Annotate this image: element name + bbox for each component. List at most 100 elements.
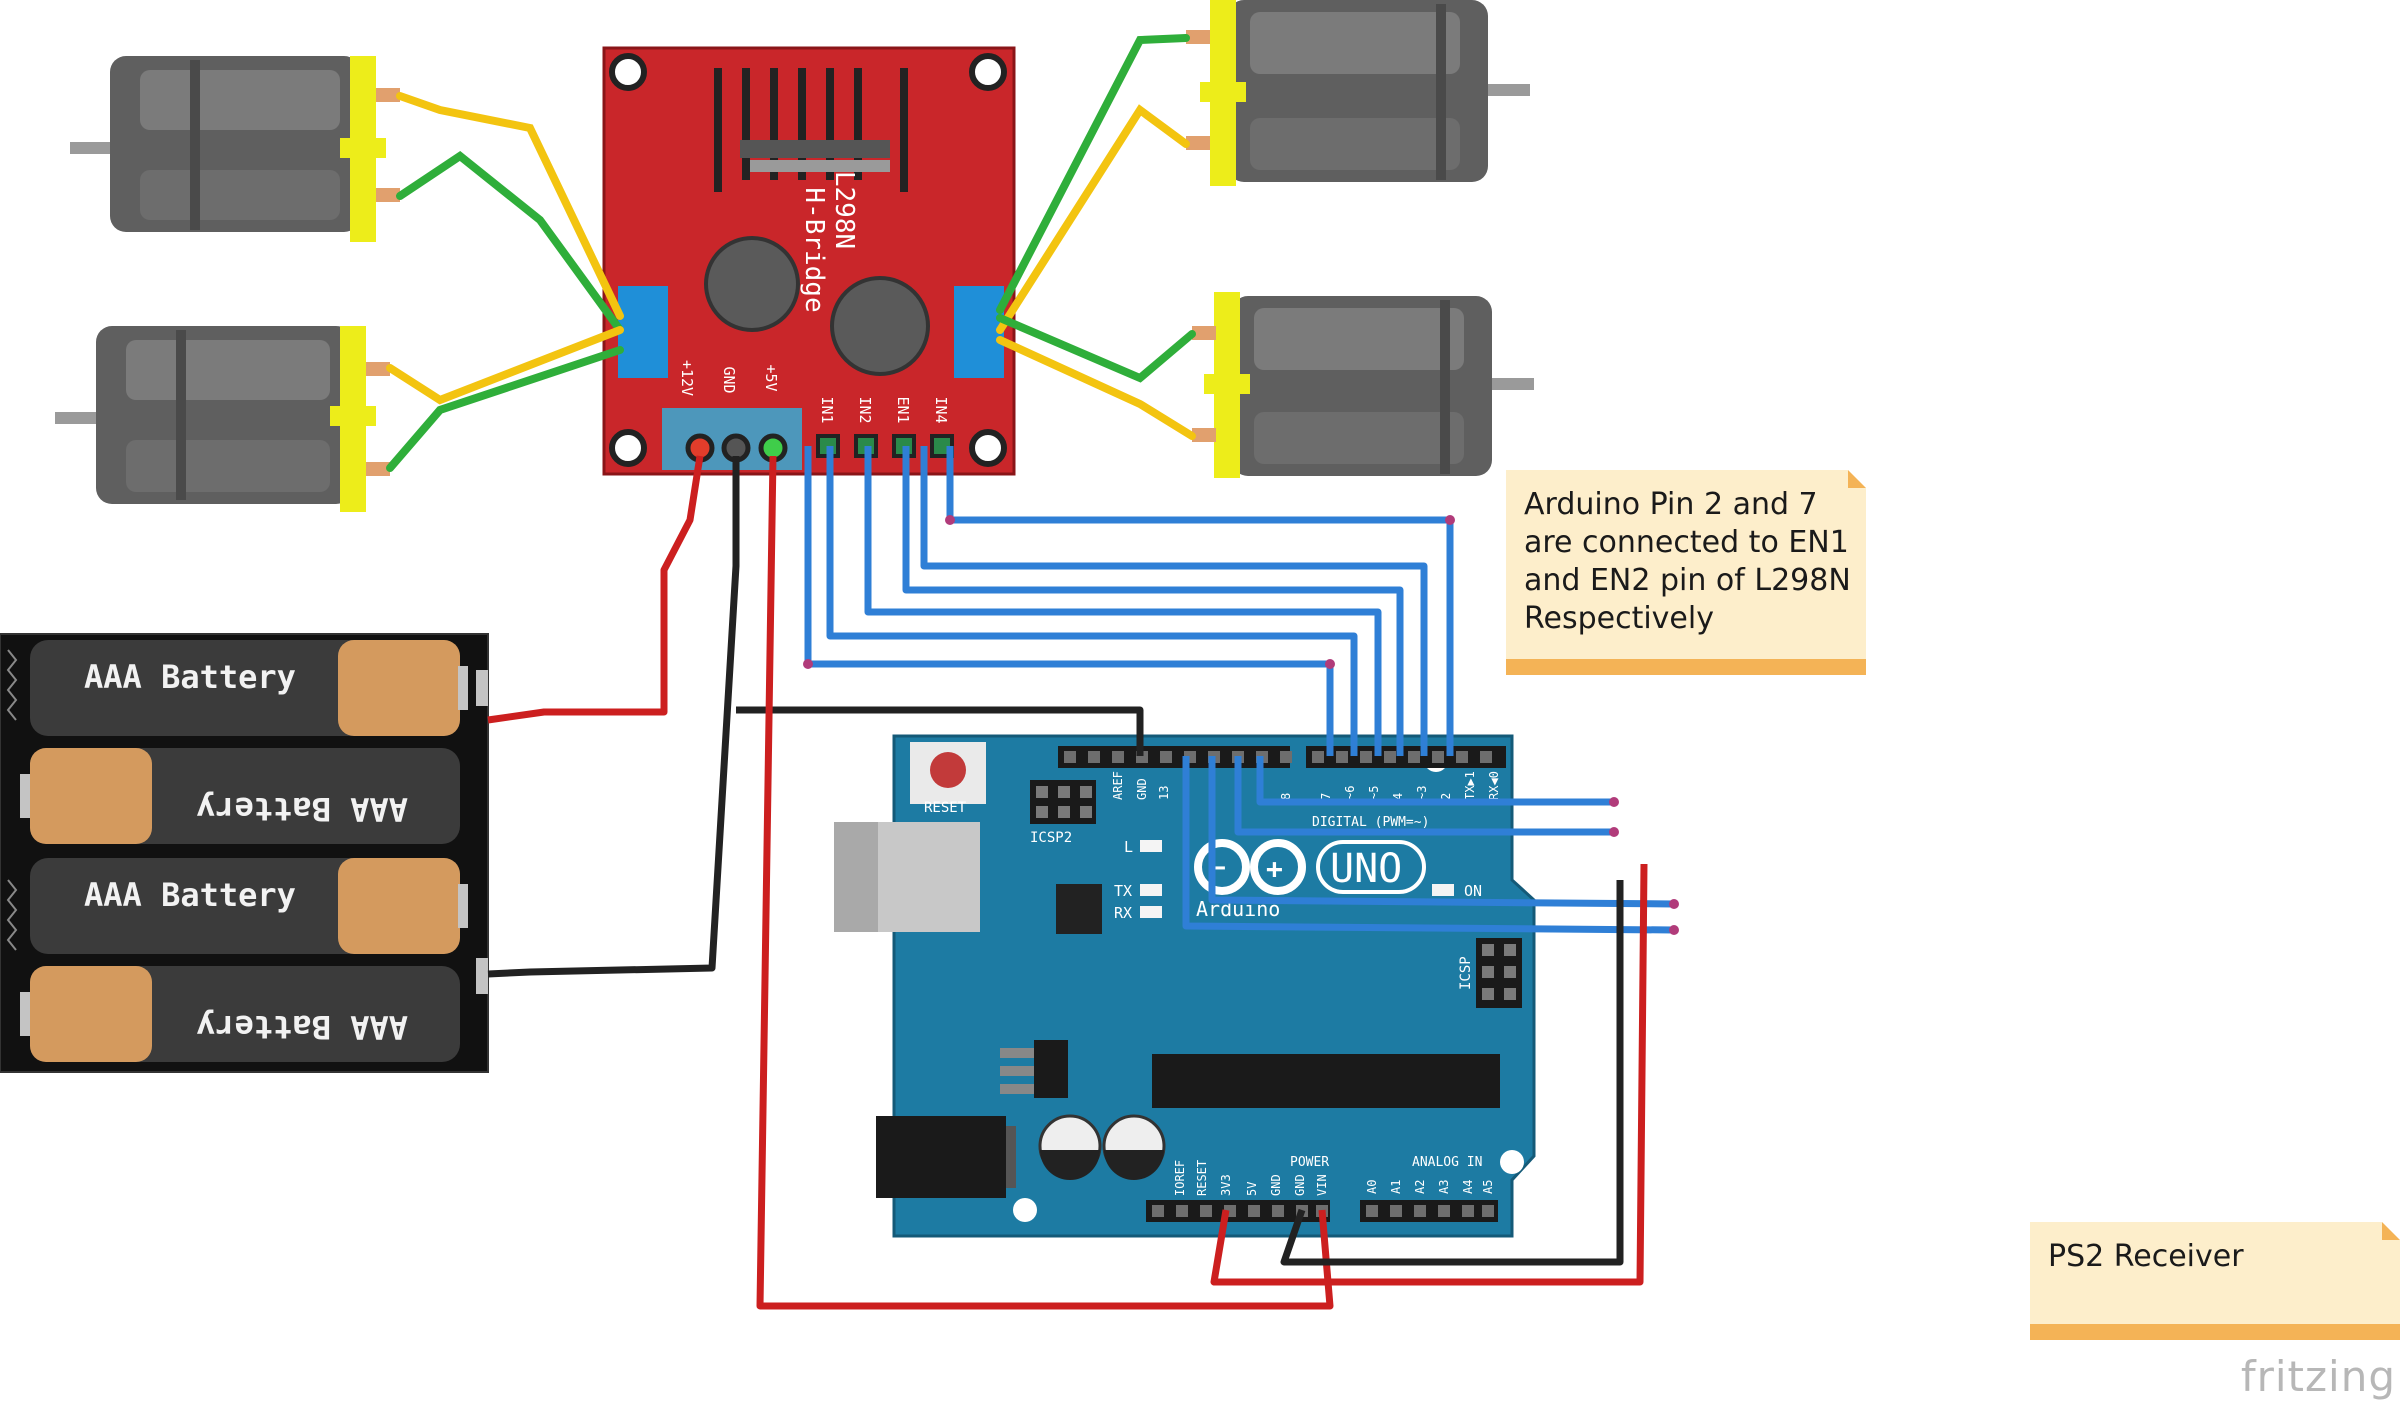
pin-label-in4: IN4 [932,396,950,423]
analog-label: ANALOG IN [1412,1155,1482,1170]
ps2-note-text: PS2 Receiver [2048,1239,2244,1274]
header-pin [1272,1205,1284,1217]
led-tx-label: TX [1114,882,1132,900]
pin-label-in1: IN1 [818,396,836,423]
pins-note-line-4: Respectively [1524,601,1714,636]
header-pin [1360,751,1372,763]
power-label: POWER [1290,1155,1329,1170]
pin-label-en1: EN1 [894,396,912,423]
battery-2-label: AAA Battery [196,790,408,828]
pin-label: A4 [1461,1180,1475,1194]
pin-label: A3 [1437,1180,1451,1194]
pin-label-gnd: GND [720,366,738,393]
pin-label: 2 [1439,793,1453,800]
fritzing-watermark: fritzing [2240,1352,2396,1401]
header-pin [1390,1205,1402,1217]
wire-joints [803,515,1679,935]
header-pin [1438,1205,1450,1217]
pins-note-line-3: and EN2 pin of L298N [1524,563,1851,598]
pin-label: A0 [1365,1180,1379,1194]
header-pin [1480,751,1492,763]
pins-note: Arduino Pin 2 and 7 are connected to EN1… [1506,470,1866,675]
heatsink [714,68,908,192]
capacitors [1038,1114,1166,1180]
header-pin [1280,751,1292,763]
battery-cell-1: AAA Battery [30,640,468,736]
analog-header [1360,1200,1498,1222]
status-leds [1140,840,1454,918]
pin-label-12v: +12V [678,360,696,396]
pin-label: 7 [1319,793,1333,800]
pin-label: ~6 [1343,786,1357,800]
pin-label: RESET [1195,1160,1209,1196]
header-pin [1408,751,1420,763]
header-pin [1462,1205,1474,1217]
header-pin [1482,1205,1494,1217]
battery-1-label: AAA Battery [84,658,296,696]
motor-top-right [1186,0,1530,186]
pin-label-in2: IN2 [856,396,874,423]
battery-cell-4: AAA Battery [20,966,460,1062]
icsp2-label: ICSP2 [1030,830,1072,846]
header-pin [1432,751,1444,763]
pin-label: A2 [1413,1180,1427,1194]
battery-3-label: AAA Battery [84,876,296,914]
l298n-title: L298N [829,171,859,249]
arduino-uno-board: RESET ICSP2 L TX RX ON − + UNO Arduino D… [834,734,1536,1238]
header-pin [1176,1205,1188,1217]
header-pin [1336,751,1348,763]
header-pin [1160,751,1172,763]
header-pin [1414,1205,1426,1217]
pin-label: ~5 [1367,786,1381,800]
header-pin [1384,751,1396,763]
motor-top-left [70,56,400,242]
digital-pwm-label: DIGITAL (PWM=~) [1312,815,1429,830]
power-wires [487,455,1648,1310]
header-pin [1112,751,1124,763]
pin-label: GND [1293,1174,1307,1196]
icsp-label: ICSP [1458,956,1474,990]
battery-cell-2: AAA Battery [20,748,460,844]
header-pin [1312,751,1324,763]
pin-label: IOREF [1173,1160,1187,1196]
led-rx-label: RX [1114,904,1132,922]
pin-label: GND [1135,778,1149,800]
motor-wires [386,34,1196,472]
header-pin [1366,1205,1378,1217]
icsp-header [1476,938,1522,1008]
pin-label: 5V [1245,1182,1259,1196]
pin-label: 3V3 [1219,1174,1233,1196]
pin-label: RX◀0 [1487,771,1501,800]
pin-label: GND [1269,1174,1283,1196]
pin-label: ~3 [1415,786,1429,800]
pin-label: A5 [1481,1180,1495,1194]
arduino-logo [1194,839,1306,895]
uno-logo-text: UNO [1330,846,1402,892]
header-pin [1088,751,1100,763]
header-pin [1152,1205,1164,1217]
header-pin [1456,751,1468,763]
header-pin [1200,1205,1212,1217]
pin-label-5v: +5V [762,364,780,391]
pins-note-line-1: Arduino Pin 2 and 7 [1524,487,1818,522]
pin-label: VIN [1315,1174,1329,1196]
battery-4-label: AAA Battery [196,1008,408,1046]
logo-plus: + [1266,852,1283,885]
pin-label: 8 [1279,793,1293,800]
header-pin [1064,751,1076,763]
led-l-label: L [1124,838,1133,856]
reset-button-label: RESET [924,800,967,816]
motor-bottom-right [1192,292,1534,478]
pins-note-line-2: are connected to EN1 [1524,525,1849,560]
ps2-receiver-note: PS2 Receiver [2030,1222,2400,1340]
l298n-subtitle: H-Bridge [799,187,829,312]
battery-cell-3: AAA Battery [30,858,468,954]
l298n-board: L298N H-Bridge +12V GND +5V IN1 IN2 EN1 … [602,46,1016,476]
pin-label: 4 [1391,793,1405,800]
pin-label: 13 [1157,786,1171,800]
pin-label: AREF [1111,771,1125,800]
led-on-label: ON [1464,882,1482,900]
header-pin [1248,1205,1260,1217]
